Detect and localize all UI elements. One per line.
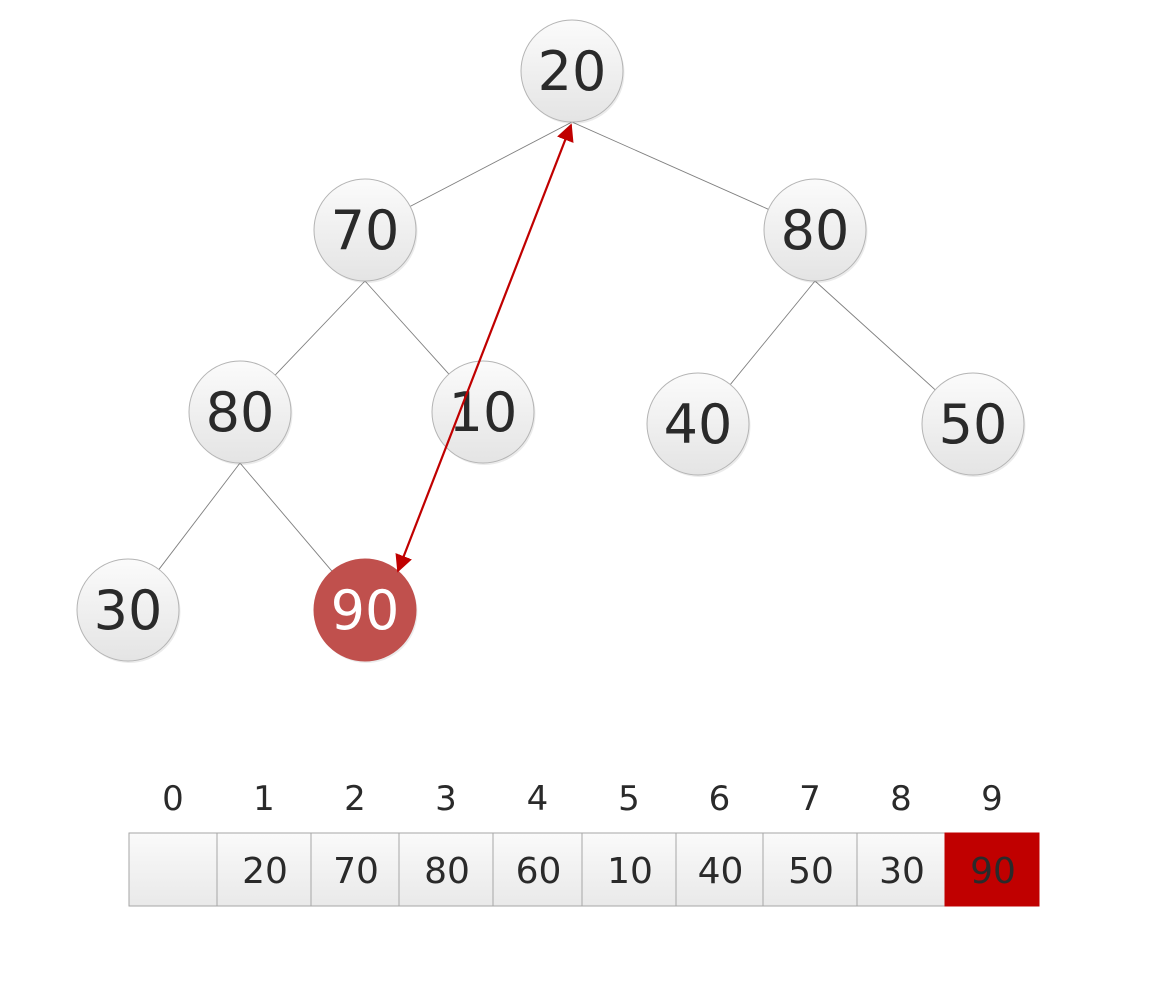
array-cell-box: [856, 832, 946, 907]
tree-node-circle: [313, 558, 417, 662]
array-cell: 40: [675, 832, 764, 907]
array-cell-value: 10: [607, 851, 653, 892]
array-cell-box: [128, 832, 218, 907]
array-cell: 20: [216, 832, 312, 907]
tree-node: 50: [921, 372, 1026, 477]
tree-edge: [814, 280, 936, 391]
array-index-label: 6: [709, 779, 731, 819]
array-cell-box: [492, 832, 583, 907]
tree-edge: [274, 280, 366, 376]
array-index-label: 7: [799, 779, 821, 819]
tree-node-label: 80: [781, 199, 850, 262]
tree-node-label: 80: [206, 381, 275, 444]
array-cell-box: [762, 832, 858, 907]
array-cell: [128, 832, 218, 907]
tree-edge: [410, 121, 573, 207]
array-cell-value: 80: [424, 851, 470, 892]
array-cell-highlighted: 90: [944, 832, 1040, 907]
tree-node: 20: [520, 19, 625, 124]
array-cell: 30: [856, 832, 946, 907]
array-cell-value: 70: [333, 851, 379, 892]
tree-node-circle: [188, 360, 292, 464]
tree-node-label: 30: [94, 579, 163, 642]
tree-edge: [729, 280, 816, 385]
array-index-label: 2: [344, 779, 366, 819]
tree-node-circle: [76, 558, 180, 662]
array-cell: 80: [398, 832, 494, 907]
array-index-label: 0: [162, 779, 184, 819]
array-index-label: 4: [527, 779, 549, 819]
array-index-label: 1: [253, 779, 275, 819]
tree-node-label: 70: [331, 199, 400, 262]
array-cell-value: 90: [970, 851, 1016, 892]
array-cell-value: 50: [788, 851, 834, 892]
tree-edge: [239, 462, 333, 572]
tree-node: 70: [313, 178, 418, 283]
array-cell-value: 30: [879, 851, 925, 892]
tree-node-circle: [520, 19, 624, 123]
array-cell: 70: [310, 832, 400, 907]
tree-node: 10: [431, 360, 536, 465]
tree-node-highlighted: 90: [313, 558, 418, 663]
swap-arrow-line: [395, 123, 574, 573]
array-cell-value: 40: [698, 851, 744, 892]
tree-node-circle: [646, 372, 750, 476]
array-cell-box: [944, 832, 1040, 907]
tree-node: 80: [763, 178, 868, 283]
tree-node-label: 20: [538, 40, 607, 103]
tree-node: 40: [646, 372, 751, 477]
array-index-label: 9: [981, 779, 1003, 819]
tree-node-label: 40: [664, 393, 733, 456]
array-cell-box: [581, 832, 677, 907]
tree-node: 30: [76, 558, 181, 663]
tree-node-label: 50: [939, 393, 1008, 456]
array-index-label: 5: [618, 779, 640, 819]
tree-node-circle: [763, 178, 867, 282]
array-index-label: 8: [890, 779, 912, 819]
tree-nodes: 20 70 80 80 10 40 50 30 90: [76, 19, 1026, 663]
tree-node-circle: [921, 372, 1025, 476]
tree-edge: [364, 280, 450, 375]
tree-node: 80: [188, 360, 293, 465]
array-index-label: 3: [435, 779, 457, 819]
array-cell: 10: [581, 832, 677, 907]
array-cell-value: 60: [516, 851, 562, 892]
tree-node-label: 90: [331, 579, 400, 642]
heap-array: 0 20 1 70 2 80 3 60 4 10 5 40 6 50 7 30 8 90 9: [128, 779, 1040, 907]
tree-edge: [571, 121, 769, 210]
array-cell-box: [675, 832, 764, 907]
array-cell-box: [310, 832, 400, 907]
array-cell-box: [216, 832, 312, 907]
array-cell: 50: [762, 832, 858, 907]
array-cell: 60: [492, 832, 583, 907]
swap-arrow: [395, 123, 574, 573]
array-cell-value: 20: [242, 851, 288, 892]
tree-edge: [158, 462, 241, 570]
array-cell-box: [398, 832, 494, 907]
